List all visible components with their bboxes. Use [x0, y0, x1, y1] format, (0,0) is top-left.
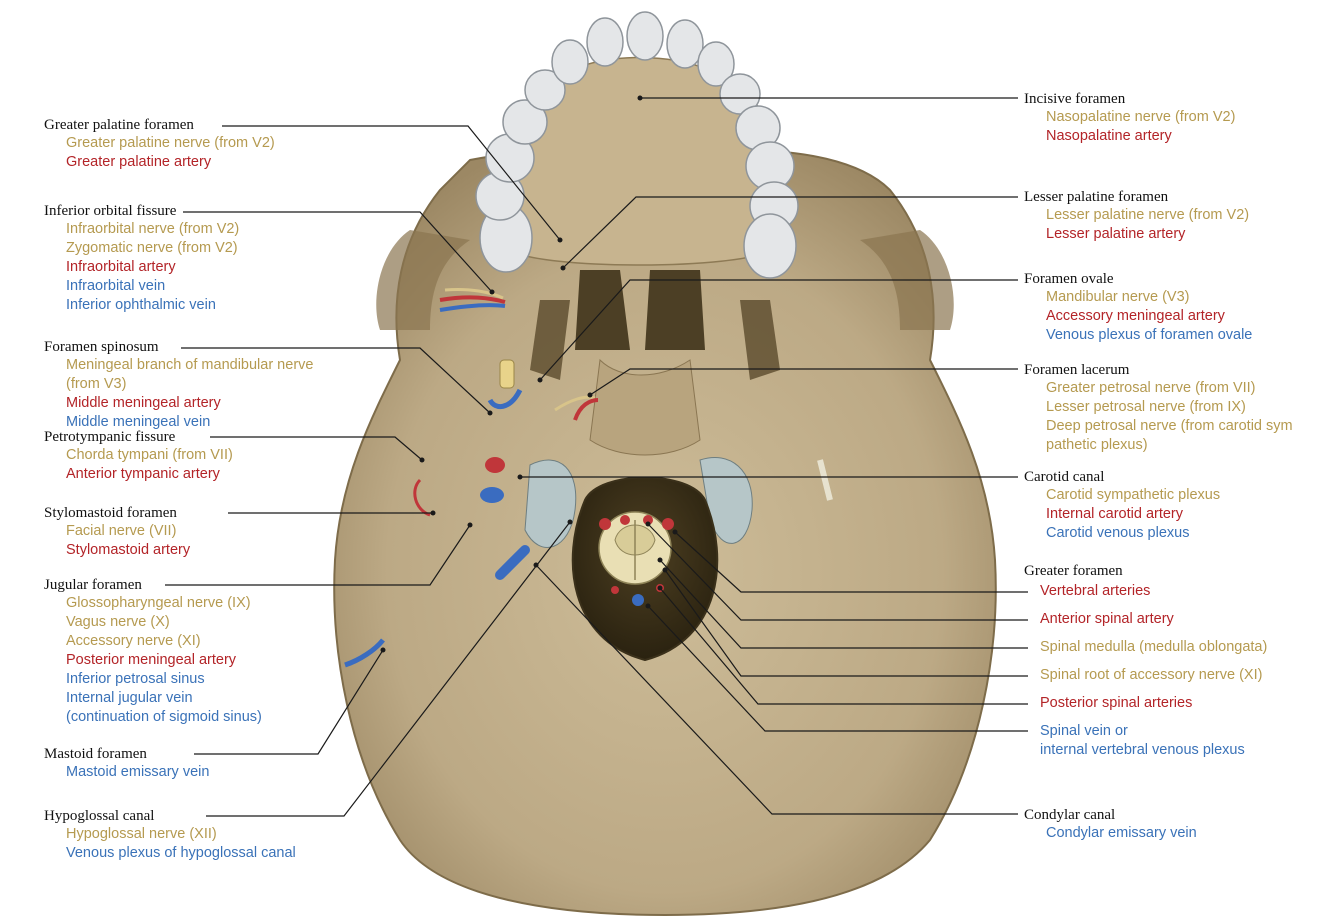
- vein-label: Spinal vein or: [1040, 723, 1128, 739]
- nerve-label: Mandibular nerve (V3): [1046, 289, 1190, 305]
- heading: Stylomastoid foramen: [44, 505, 177, 521]
- label-spinal-root-accessory: Spinal root of accessory nerve (XI): [1040, 666, 1262, 685]
- label-greater-palatine-foramen: Greater palatine foramen Greater palatin…: [44, 116, 275, 172]
- artery-label: Internal carotid artery: [1046, 506, 1184, 522]
- label-inferior-orbital-fissure: Inferior orbital fissure Infraorbital ne…: [44, 202, 239, 315]
- vein-label: Internal jugular vein: [66, 690, 193, 706]
- label-foramen-ovale: Foramen ovale Mandibular nerve (V3) Acce…: [1024, 270, 1252, 345]
- leader-lines: [165, 97, 1028, 817]
- nerve-label: Greater palatine nerve (from V2): [66, 135, 275, 151]
- artery-label: Accessory meningeal artery: [1046, 308, 1225, 324]
- teeth: [475, 11, 799, 279]
- label-condylar-canal: Condylar canal Condylar emissary vein: [1024, 806, 1197, 843]
- nerve-label: Facial nerve (VII): [66, 523, 177, 539]
- artery-label: Stylomastoid artery: [66, 542, 191, 558]
- heading: Foramen spinosum: [44, 339, 159, 355]
- label-vertebral-arteries: Vertebral arteries: [1040, 582, 1150, 601]
- vein-label: (continuation of sigmoid sinus): [66, 709, 262, 725]
- nerve-label: Spinal root of accessory nerve (XI): [1040, 667, 1263, 683]
- nerve-label: Accessory nerve (XI): [66, 633, 201, 649]
- label-incisive-foramen: Incisive foramen Nasopalatine nerve (fro…: [1024, 90, 1235, 146]
- heading: Greater foramen: [1024, 563, 1123, 579]
- label-carotid-canal: Carotid canal Carotid sympathetic plexus…: [1024, 468, 1220, 543]
- nerve-label: Meningeal branch of mandibular nerve: [66, 357, 314, 373]
- heading: Hypoglossal canal: [44, 808, 155, 824]
- nerve-label: Hypoglossal nerve (XII): [66, 826, 217, 842]
- nerve-label: Vagus nerve (X): [66, 614, 170, 630]
- heading: Greater palatine foramen: [44, 117, 194, 133]
- artery-label: Posterior spinal arteries: [1040, 695, 1193, 711]
- label-foramen-lacerum: Foramen lacerum Greater petrosal nerve (…: [1024, 361, 1293, 455]
- nerve-label: Zygomatic nerve (from V2): [66, 240, 238, 256]
- vein-label: Inferior ophthalmic vein: [66, 297, 216, 313]
- artery-label: Greater palatine artery: [66, 154, 212, 170]
- artery-label: Anterior spinal artery: [1040, 611, 1174, 627]
- nerve-label: Infraorbital nerve (from V2): [66, 221, 240, 237]
- vein-label: internal vertebral venous plexus: [1040, 742, 1245, 758]
- nerve-label: Carotid sympathetic plexus: [1046, 487, 1221, 503]
- artery-label: Posterior meningeal artery: [66, 652, 237, 668]
- heading: Incisive foramen: [1024, 91, 1126, 107]
- label-hypoglossal-canal: Hypoglossal canal Hypoglossal nerve (XII…: [44, 807, 296, 863]
- left-vessels: [344, 288, 530, 668]
- vein-label: Middle meningeal vein: [66, 414, 211, 430]
- vein-label: Venous plexus of foramen ovale: [1046, 327, 1253, 343]
- artery-label: Vertebral arteries: [1040, 583, 1151, 599]
- nerve-label: (from V3): [66, 376, 127, 392]
- nerve-label: Glossopharyngeal nerve (IX): [66, 595, 251, 611]
- nerve-label: Lesser petrosal nerve (from IX): [1046, 399, 1246, 415]
- nerve-label: Deep petrosal nerve (from carotid sym: [1046, 418, 1293, 434]
- vein-label: Carotid venous plexus: [1046, 525, 1190, 541]
- label-anterior-spinal-artery: Anterior spinal artery: [1040, 610, 1174, 629]
- nerve-label: Chorda tympani (from VII): [66, 447, 233, 463]
- artery-label: Nasopalatine artery: [1046, 128, 1172, 144]
- heading: Mastoid foramen: [44, 746, 147, 762]
- label-greater-foramen: Greater foramen: [1024, 562, 1123, 580]
- vein-label: Mastoid emissary vein: [66, 764, 210, 780]
- nerve-label: Lesser palatine nerve (from V2): [1046, 207, 1250, 223]
- heading: Condylar canal: [1024, 807, 1116, 823]
- artery-label: Lesser palatine artery: [1046, 226, 1186, 242]
- vein-label: Infraorbital vein: [66, 278, 166, 294]
- nerve-label: Spinal medulla (medulla oblongata): [1040, 639, 1268, 655]
- label-lesser-palatine-foramen: Lesser palatine foramen Lesser palatine …: [1024, 188, 1249, 244]
- nerve-label: Greater petrosal nerve (from VII): [1046, 380, 1256, 396]
- heading: Jugular foramen: [44, 577, 142, 593]
- artery-label: Infraorbital artery: [66, 259, 176, 275]
- nerve-label: Nasopalatine nerve (from V2): [1046, 109, 1236, 125]
- label-petrotympanic-fissure: Petrotympanic fissure Chorda tympani (fr…: [44, 428, 233, 484]
- label-posterior-spinal-arteries: Posterior spinal arteries: [1040, 694, 1192, 713]
- vein-label: Condylar emissary vein: [1046, 825, 1197, 841]
- vein-label: Venous plexus of hypoglossal canal: [66, 845, 296, 861]
- heading: Foramen lacerum: [1024, 362, 1130, 378]
- heading: Lesser palatine foramen: [1024, 189, 1169, 205]
- heading: Petrotympanic fissure: [44, 429, 176, 445]
- nerve-label: pathetic plexus): [1046, 437, 1148, 453]
- label-stylomastoid-foramen: Stylomastoid foramen Facial nerve (VII) …: [44, 504, 190, 560]
- heading: Carotid canal: [1024, 469, 1105, 485]
- heading: Inferior orbital fissure: [44, 203, 177, 219]
- heading: Foramen ovale: [1024, 271, 1114, 287]
- artery-label: Middle meningeal artery: [66, 395, 221, 411]
- label-jugular-foramen: Jugular foramen Glossopharyngeal nerve (…: [44, 576, 262, 727]
- label-spinal-medulla: Spinal medulla (medulla oblongata): [1040, 638, 1267, 657]
- label-spinal-vein: Spinal vein or internal vertebral venous…: [1040, 722, 1245, 760]
- label-mastoid-foramen: Mastoid foramen Mastoid emissary vein: [44, 745, 209, 782]
- label-foramen-spinosum: Foramen spinosum Meningeal branch of man…: [44, 338, 313, 432]
- artery-label: Anterior tympanic artery: [66, 466, 220, 482]
- vein-label: Inferior petrosal sinus: [66, 671, 205, 687]
